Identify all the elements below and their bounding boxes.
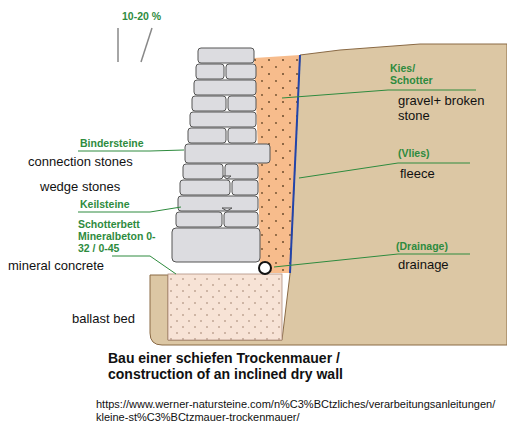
- slope-label: 10-20 %: [122, 10, 182, 22]
- part-label: Bindersteine: [80, 137, 170, 149]
- part-label: Keilsteine: [80, 198, 170, 210]
- drainage-pipe: [259, 262, 271, 274]
- part-label: Kies/ Schotter: [390, 62, 442, 86]
- part-label: wedge stones: [40, 180, 150, 195]
- part-label: connection stones: [28, 155, 158, 170]
- part-label: ballast bed: [72, 312, 162, 327]
- fleece-line: [290, 55, 300, 273]
- part-label: Schotterbett Mineralbeton 0-32 / 0-45: [78, 218, 156, 254]
- part-label: (Drainage): [396, 240, 486, 252]
- soil: [150, 44, 507, 345]
- part-label: drainage: [398, 258, 488, 273]
- ballast-bed: [168, 274, 282, 340]
- diagram-title: Bau einer schiefen Trockenmauer / constr…: [108, 350, 370, 382]
- batter-lines: [118, 28, 152, 62]
- part-label: (Vlies): [398, 147, 478, 159]
- gravel-backfill: [254, 55, 300, 273]
- part-label: fleece: [400, 167, 480, 182]
- wall-stones: [172, 48, 270, 262]
- part-label: gravel+ broken stone: [398, 94, 488, 124]
- part-label: mineral concrete: [8, 259, 110, 274]
- source-caption: https://www.werner-natursteine.com/n%C3%…: [96, 398, 500, 423]
